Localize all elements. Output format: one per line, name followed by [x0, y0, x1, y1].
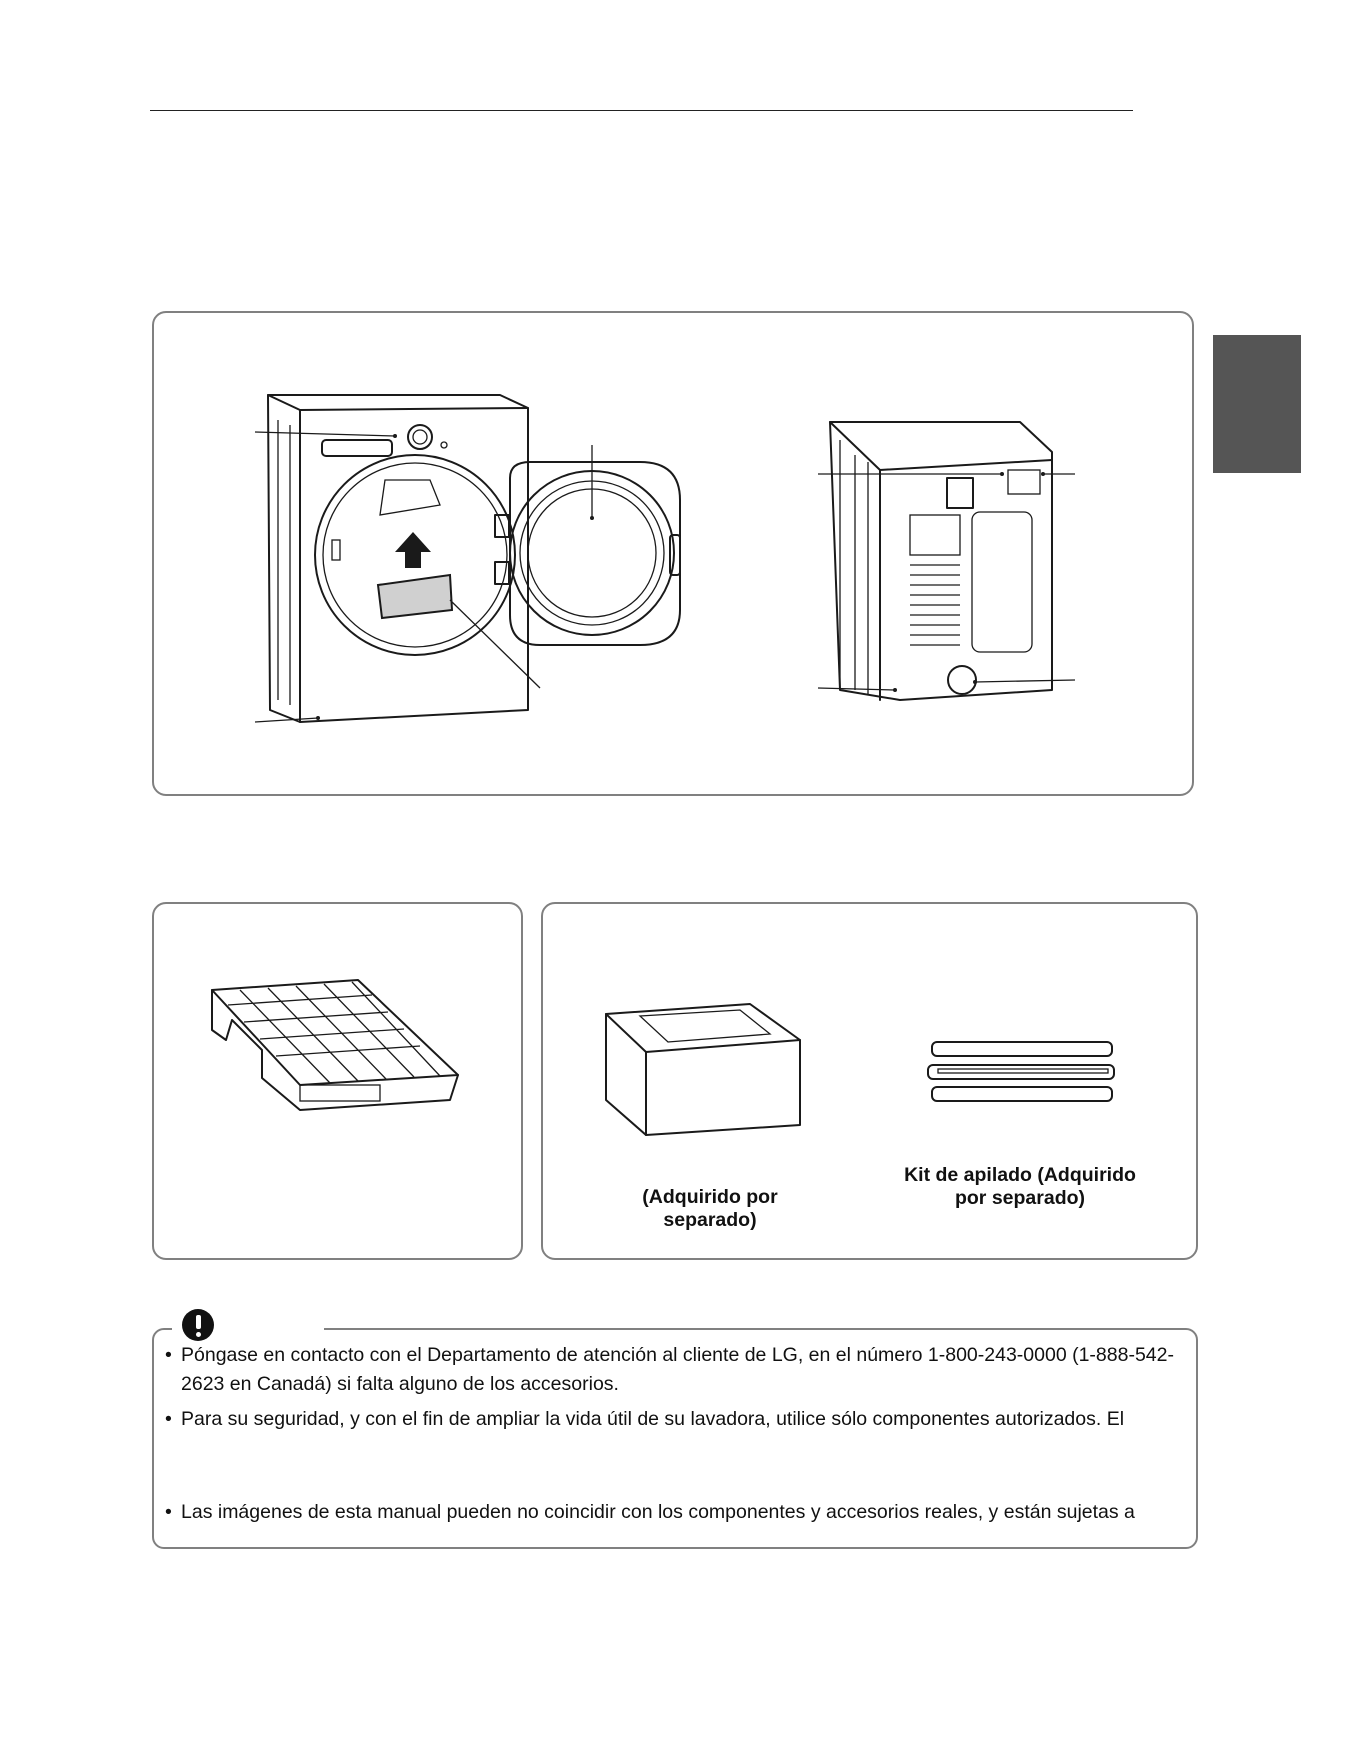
note-list: Póngase en contacto con el Departamento … — [165, 1341, 1185, 1527]
dryer-parts-panel — [152, 311, 1194, 796]
stacking-kit-label: Kit de apilado (Adquirido por separado) — [904, 1164, 1136, 1209]
section-tab — [1213, 335, 1301, 473]
note-box — [152, 1328, 1198, 1549]
header-rule — [150, 110, 1133, 111]
drying-rack-illustration — [211, 979, 459, 1111]
dryer-rear-illustration — [817, 421, 1076, 701]
dryer-front-illustration — [254, 394, 681, 723]
stacking-kit-illustration — [927, 1041, 1115, 1102]
exclamation-icon — [172, 1305, 324, 1343]
note-item: Póngase en contacto con el Departamento … — [165, 1341, 1185, 1399]
optional-accessories-panel — [541, 902, 1198, 1260]
note-item: Para su seguridad, y con el fin de ampli… — [165, 1405, 1185, 1434]
pedestal-illustration — [605, 1003, 801, 1136]
note-item: Las imágenes de esta manual pueden no co… — [165, 1498, 1185, 1527]
drying-rack-panel — [152, 902, 523, 1260]
pedestal-label: (Adquirido por separado) — [642, 1186, 778, 1231]
